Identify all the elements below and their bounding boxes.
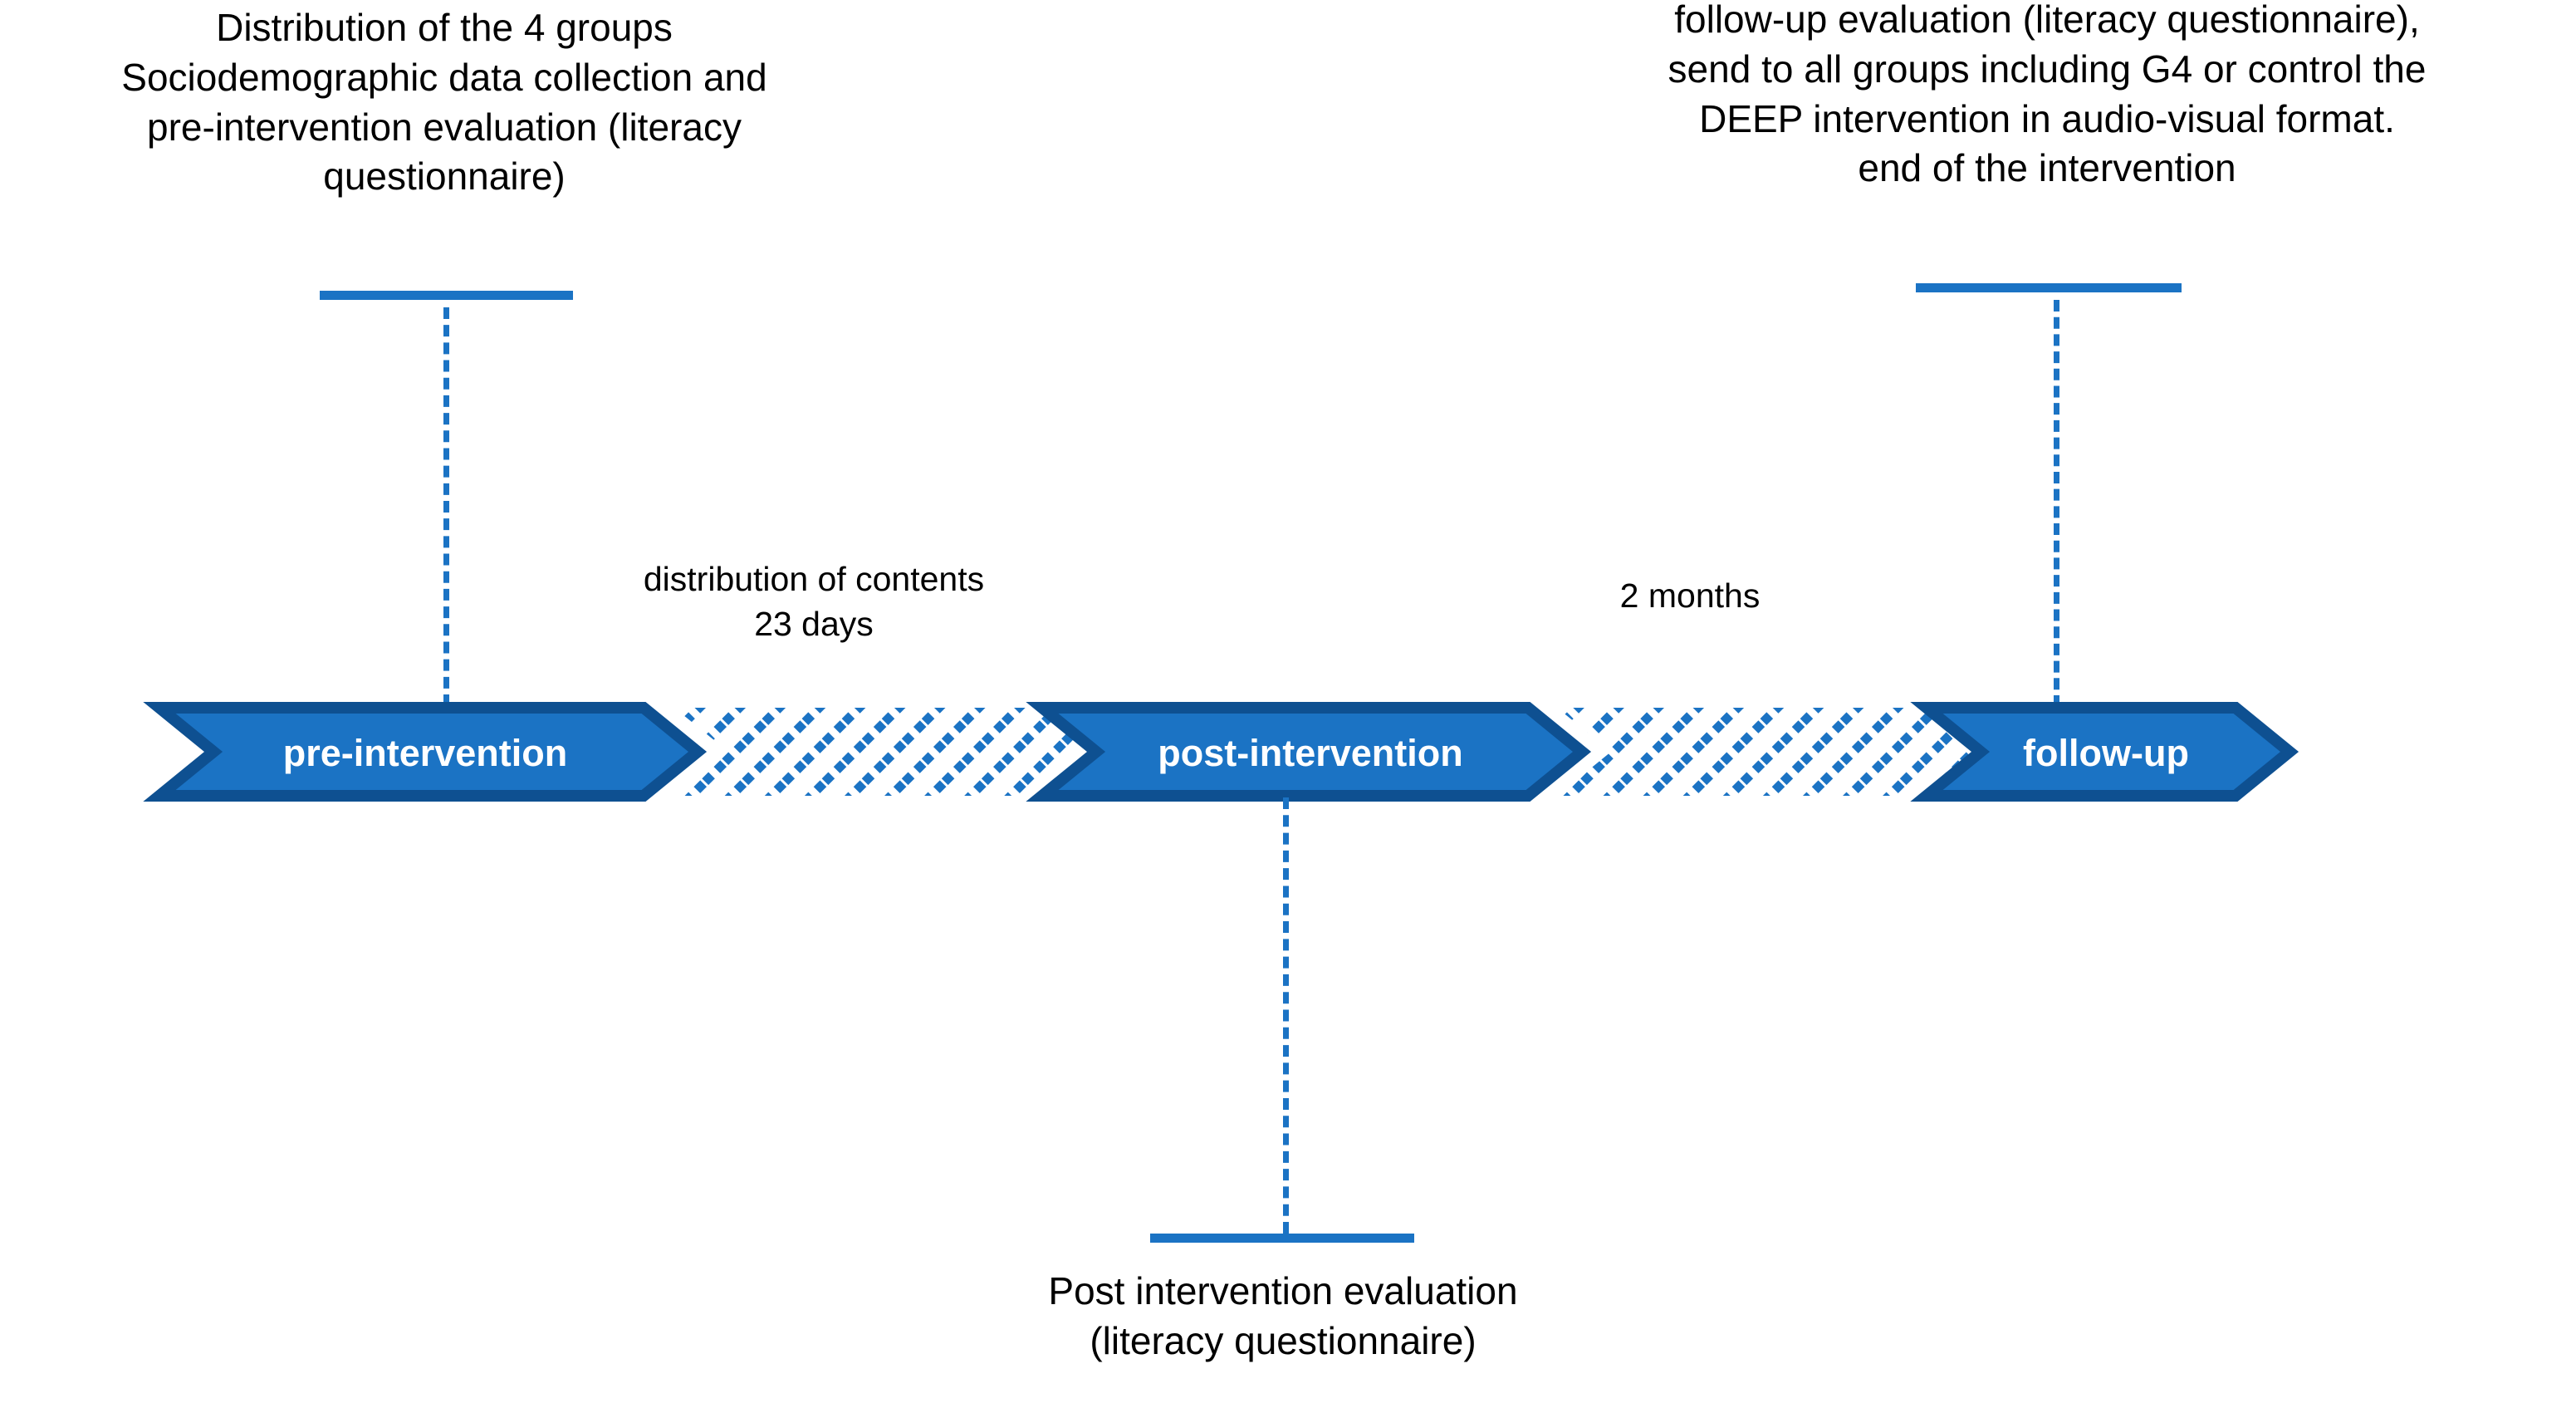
follow-up-callout-stem — [2054, 300, 2059, 707]
chevron-label-pre-intervention[interactable]: pre-intervention — [282, 732, 568, 774]
pre-intervention-callout-text: Distribution of the 4 groups Sociodemogr… — [121, 6, 767, 199]
pre-intervention-callout-stem — [443, 307, 449, 706]
post-intervention-callout-stem — [1283, 797, 1289, 1234]
post-intervention-callout-bar — [1150, 1234, 1414, 1243]
follow-up-callout-text: follow-up evaluation (literacy questionn… — [1668, 0, 2427, 190]
interval-label-two-months: 2 months — [1619, 576, 1761, 615]
chevron-label-post-intervention[interactable]: post-intervention — [1158, 732, 1463, 774]
post-intervention-callout-text: Post intervention evaluation (literacy q… — [1048, 1269, 1518, 1362]
follow-up-callout-bar — [1916, 283, 2182, 292]
chevron-label-follow-up[interactable]: follow-up — [2023, 732, 2189, 774]
pre-intervention-callout-bar — [320, 291, 573, 300]
interval-label-distribution: distribution of contents 23 days — [643, 560, 985, 644]
